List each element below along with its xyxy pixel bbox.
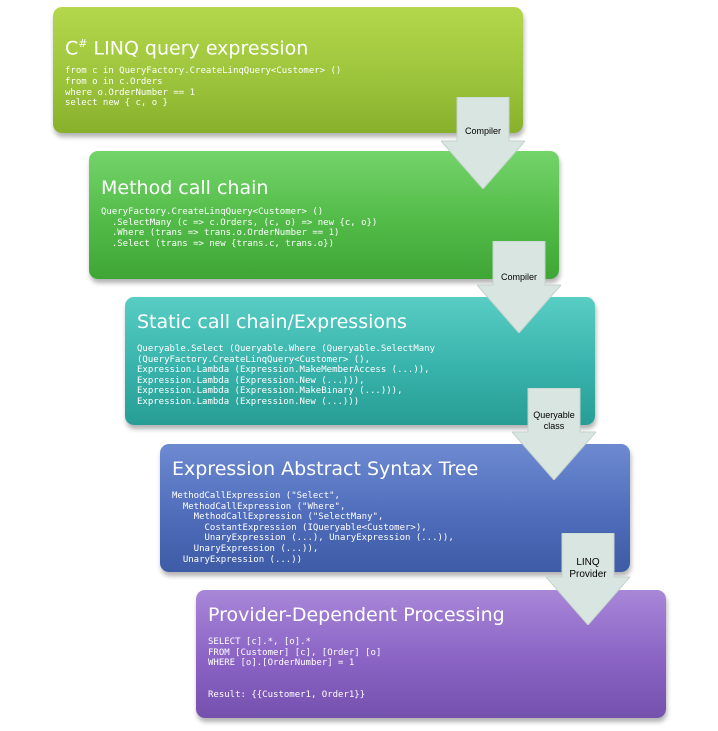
arrow-linq-provider: LINQ Provider [546, 533, 630, 625]
arrow-label-line1: Queryable [533, 410, 575, 420]
arrow-label-line2: Provider [569, 569, 607, 580]
stage-title: Static call chain/Expressions [137, 311, 407, 333]
stage-code: MethodCallExpression ("Select", MethodCa… [172, 491, 454, 565]
down-arrow-icon [441, 97, 525, 189]
arrow-queryable-class: Queryable class [512, 388, 596, 480]
arrow-label: Compiler [464, 126, 501, 136]
arrow-compiler-2: Compiler [477, 241, 561, 333]
arrow-label-line2: class [543, 421, 565, 431]
stage-code: SELECT [c].*, [o].* FROM [Customer] [c],… [208, 637, 382, 700]
stage-title: Method call chain [101, 177, 269, 199]
stage-title: Provider-Dependent Processing [208, 604, 505, 626]
stage-code: from c in QueryFactory.CreateLinqQuery<C… [65, 66, 342, 109]
down-arrow-icon [512, 388, 596, 480]
down-arrow-icon [546, 533, 630, 625]
stage-static-call-chain: Static call chain/Expressions Queryable.… [125, 297, 595, 425]
stage-linq-query-expression: C# LINQ query expression from c in Query… [53, 7, 523, 133]
arrow-label: Compiler [500, 272, 537, 282]
arrow-label-line1: LINQ [576, 557, 600, 568]
stage-method-call-chain: Method call chain QueryFactory.CreateLin… [89, 151, 559, 279]
stage-title: Expression Abstract Syntax Tree [172, 458, 479, 480]
stage-title: C# LINQ query expression [65, 37, 309, 60]
stage-code: Queryable.Select (Queryable.Where (Query… [137, 344, 436, 407]
arrow-compiler-1: Compiler [441, 97, 525, 189]
stage-code: QueryFactory.CreateLinqQuery<Customer> (… [101, 207, 378, 249]
down-arrow-icon [477, 241, 561, 333]
